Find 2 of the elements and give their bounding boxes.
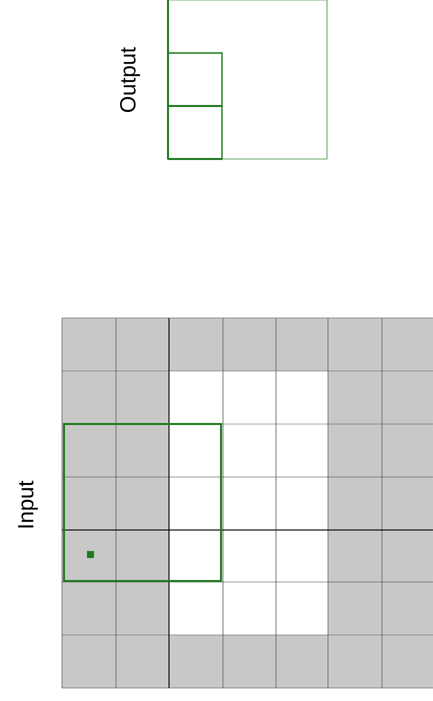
axis-label: Output — [120, 47, 140, 112]
axis-label: Input — [18, 480, 38, 528]
